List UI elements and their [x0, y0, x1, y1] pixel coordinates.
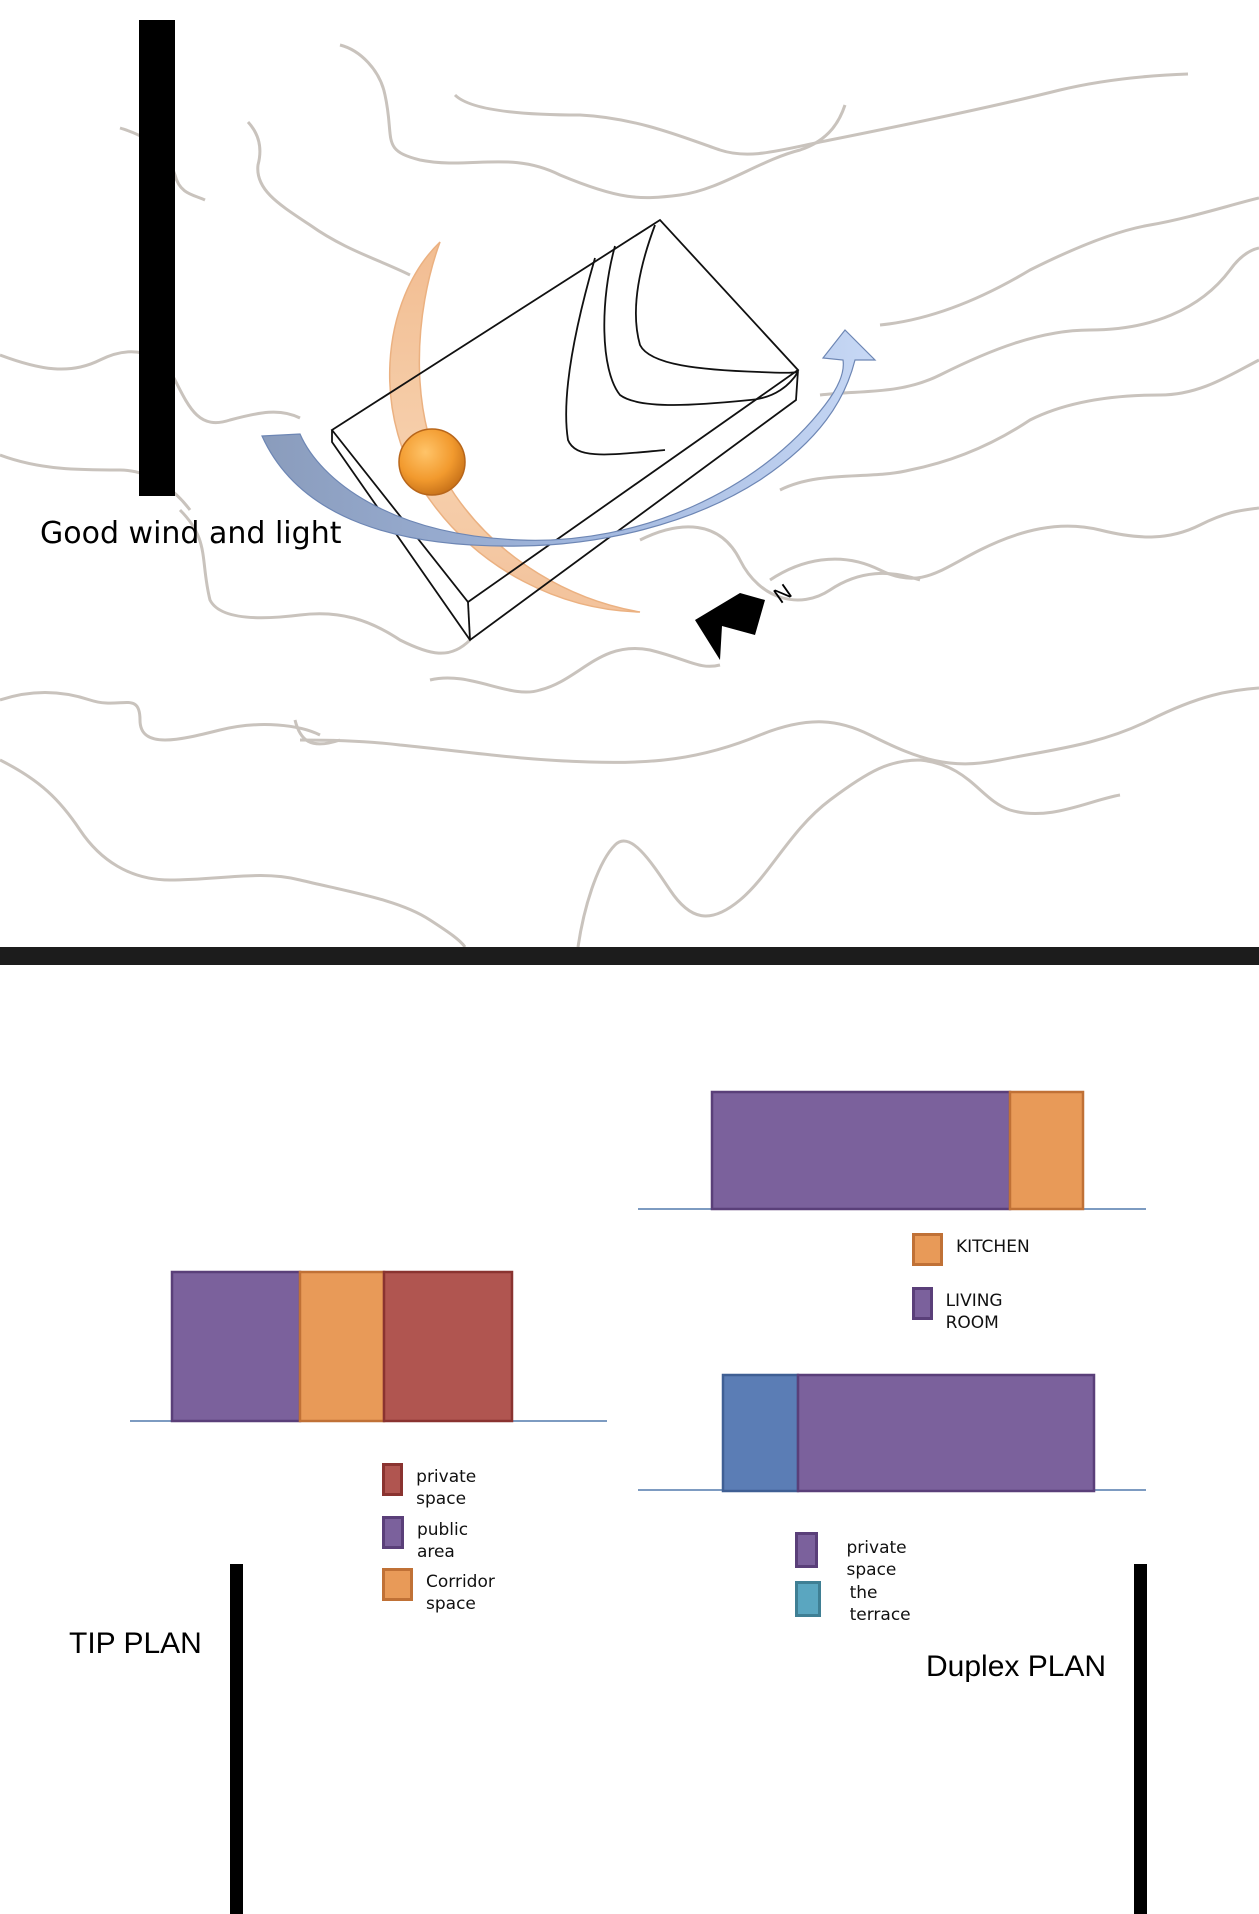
legend-label: private space: [416, 1467, 477, 1509]
legend-swatch: [382, 1463, 404, 1496]
contour-line: [639, 525, 921, 602]
section-divider: [0, 947, 1259, 965]
contour-line: [769, 506, 1259, 582]
contour-line: [0, 758, 467, 947]
legend-swatch: [382, 1568, 413, 1601]
contour-line: [429, 646, 721, 694]
tip-plan-title: TIP PLAN: [69, 1627, 202, 1660]
legend-item: KITCHEN: [912, 1233, 1030, 1266]
contour-line: [299, 686, 1259, 766]
tip-public-block: [170, 1270, 302, 1423]
wind-light-annotation: Good wind and light: [40, 516, 342, 551]
legend-item: Corridor space: [382, 1568, 495, 1615]
tip-plan-blocks: [130, 1270, 607, 1423]
legend-label: KITCHEN: [956, 1237, 1030, 1257]
contour-line: [879, 196, 1259, 327]
sun-icon: [398, 428, 466, 496]
legend-label: LIVING ROOM: [945, 1291, 1003, 1333]
legend-label: Corridor space: [426, 1572, 495, 1614]
legend-swatch: [795, 1581, 821, 1617]
contour-line: [453, 72, 1189, 156]
tip-vertical-bar: [230, 1564, 243, 1914]
contour-line: [779, 358, 1259, 492]
legend-swatch: [912, 1233, 943, 1266]
duplex-terrace-block: [721, 1373, 800, 1493]
duplex-lower-blocks: [638, 1373, 1146, 1493]
duplex-upper-blocks: [638, 1090, 1146, 1211]
contour-line: [178, 508, 472, 655]
contour-line: [819, 246, 1259, 397]
contour-lines: [0, 43, 1259, 947]
legend-label: the terrace: [849, 1583, 911, 1625]
contour-line: [576, 758, 1121, 947]
legend-swatch: [912, 1287, 933, 1320]
contour-line: [246, 120, 411, 277]
vertical-bar: [139, 20, 175, 496]
duplex-vertical-bar: [1134, 1564, 1147, 1914]
duplex-kitchen-block: [1008, 1090, 1085, 1211]
contour-line: [0, 691, 321, 742]
tip-corridor-block: [298, 1270, 386, 1423]
building-outline-icon: [330, 218, 800, 642]
legend-item: private space: [382, 1463, 486, 1510]
tip-private-block: [382, 1270, 514, 1423]
legend-item: LIVING ROOM: [912, 1287, 1013, 1334]
duplex-living-block: [710, 1090, 1012, 1211]
wind-arrow-icon: [261, 329, 877, 547]
legend-swatch: [795, 1532, 818, 1568]
legend-item: the terrace: [795, 1581, 918, 1626]
legend-item: private space: [795, 1532, 917, 1581]
site-diagram: N: [0, 20, 1259, 947]
contour-line: [339, 43, 847, 200]
duplex-private-block: [796, 1373, 1096, 1493]
legend-label: private space: [846, 1538, 907, 1580]
legend-swatch: [382, 1516, 404, 1549]
legend-item: public area: [382, 1516, 477, 1563]
legend-label: public area: [416, 1520, 469, 1562]
sun-path-arc-icon: [388, 241, 641, 613]
duplex-plan-title: Duplex PLAN: [926, 1650, 1107, 1683]
